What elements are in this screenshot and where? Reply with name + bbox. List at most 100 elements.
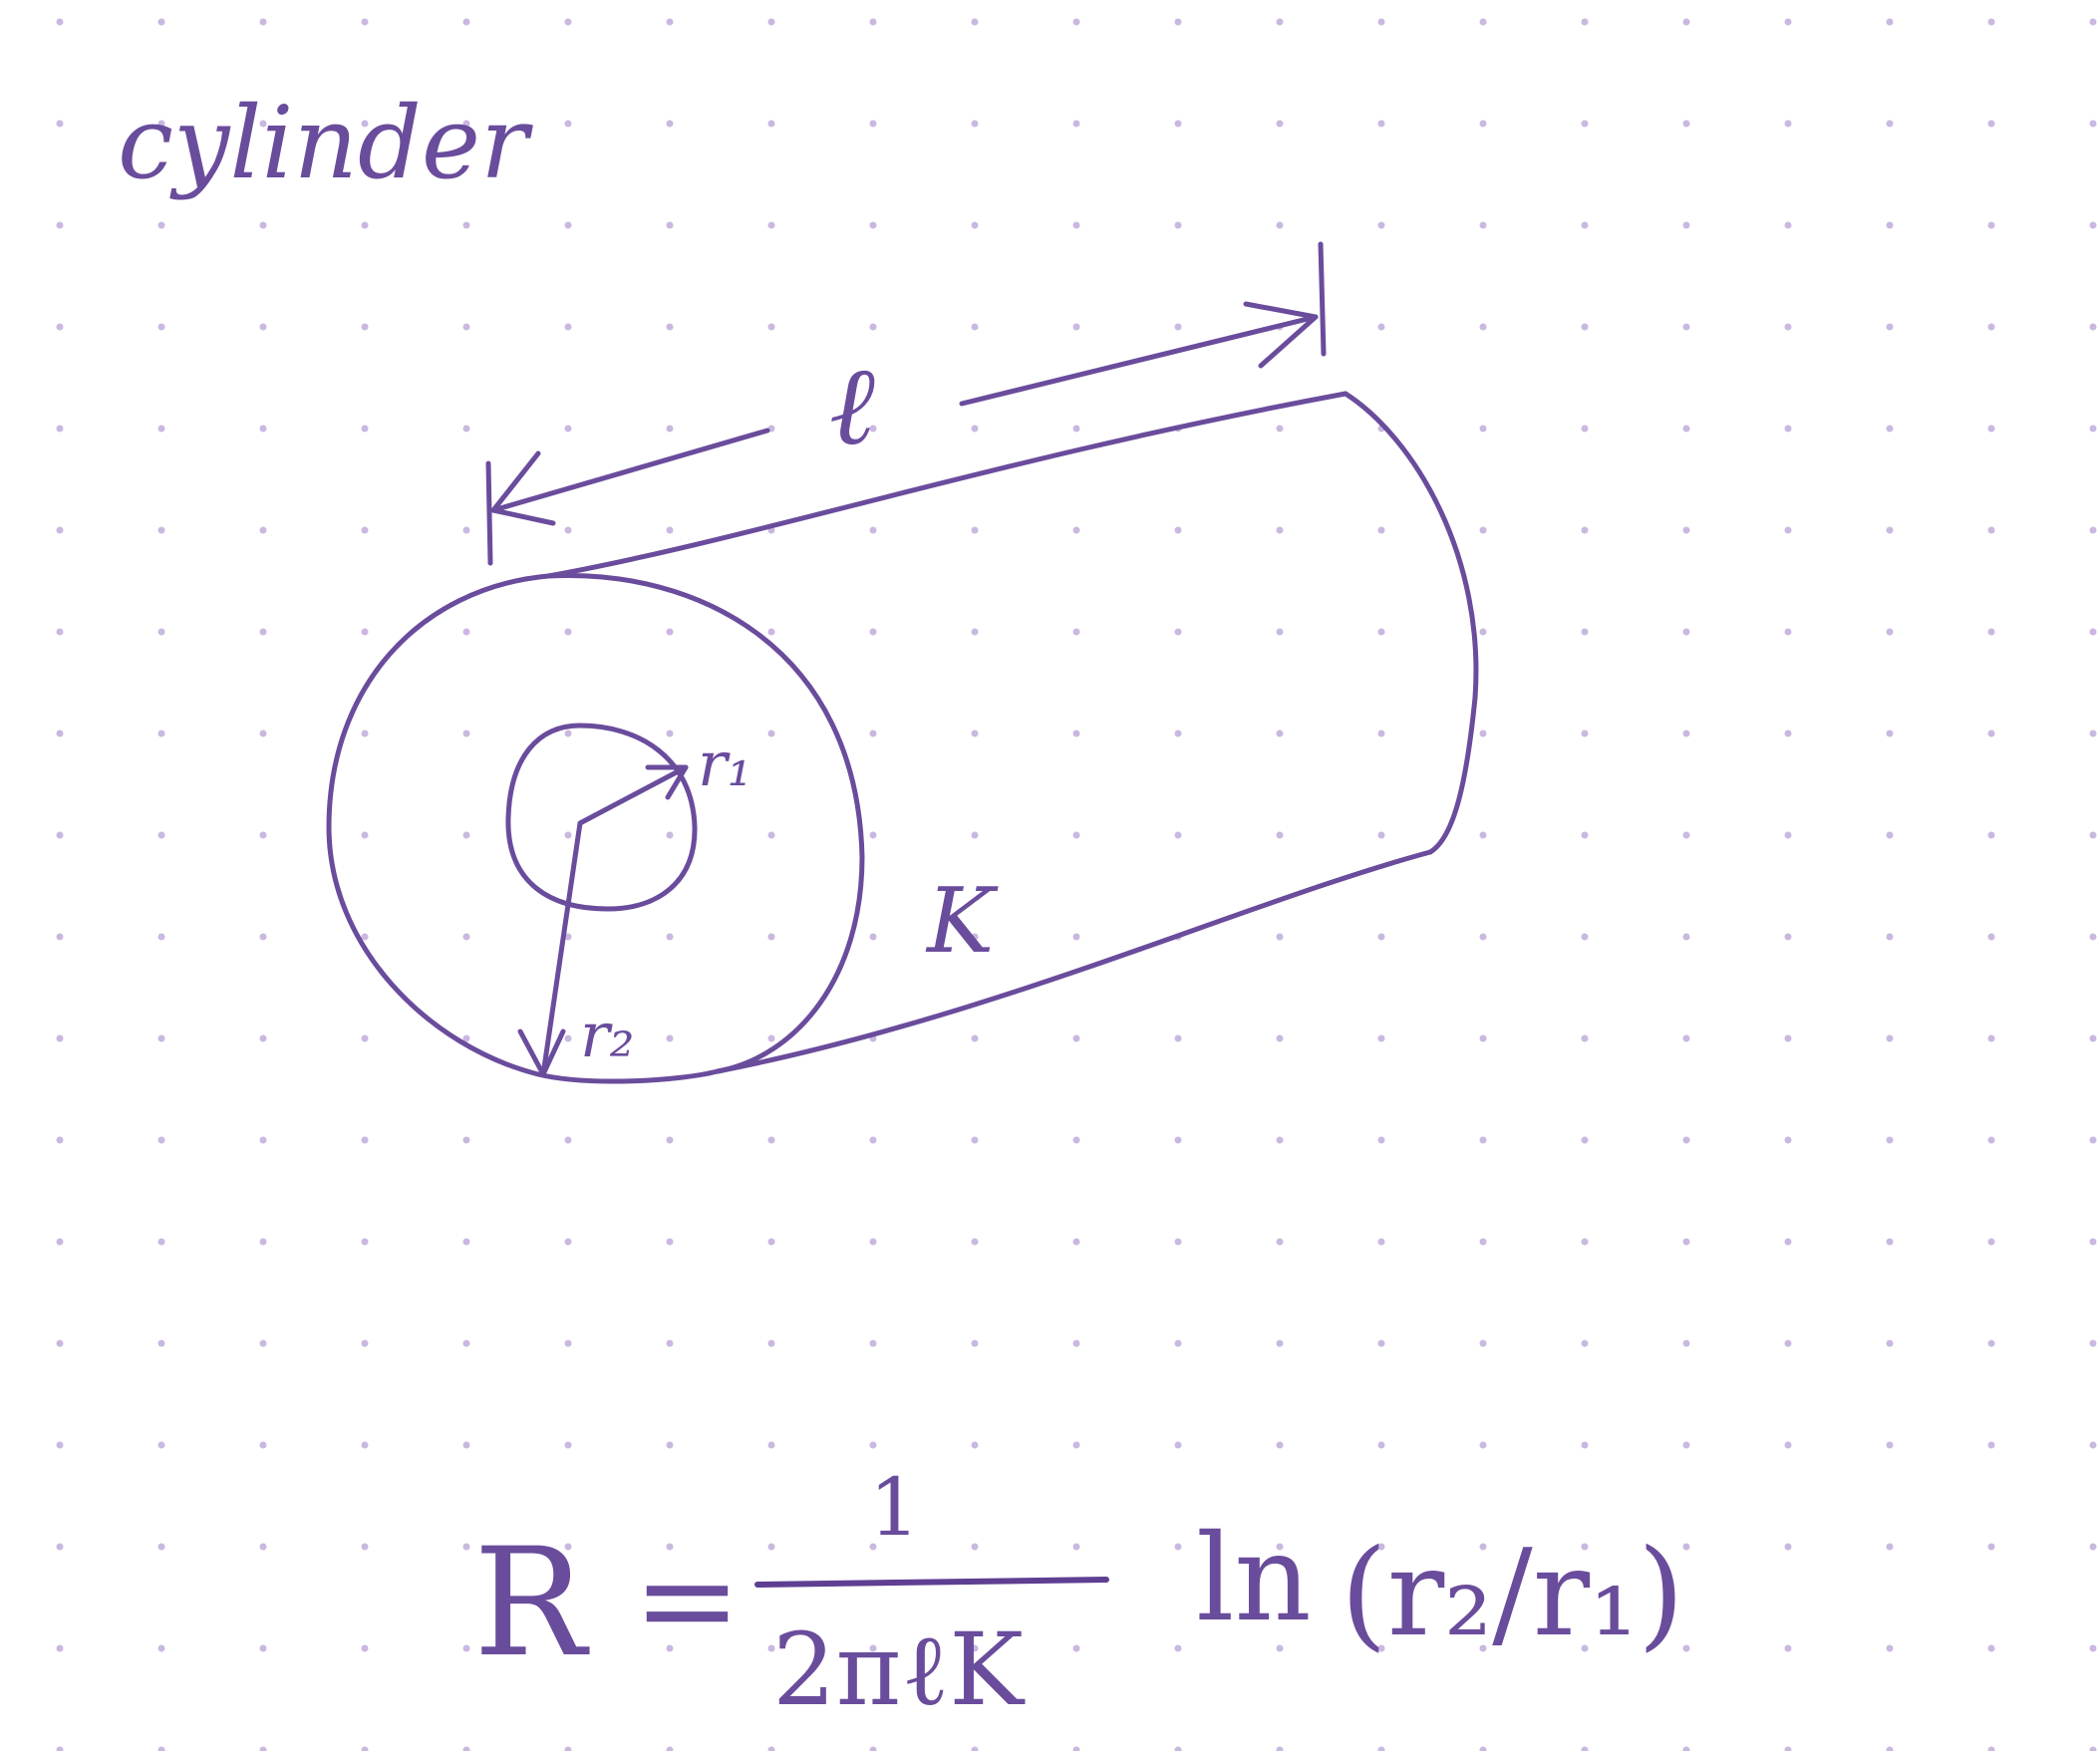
grid-dot xyxy=(1174,831,1182,839)
grid-dot xyxy=(1581,628,1589,636)
grid-dot xyxy=(1072,730,1080,737)
grid-dot xyxy=(767,323,775,331)
grid-dot xyxy=(1479,526,1487,534)
grid-dot xyxy=(666,1339,674,1347)
grid-dot xyxy=(56,323,64,331)
grid-dot xyxy=(56,1543,64,1551)
grid-dot xyxy=(2089,425,2097,433)
grid-dot xyxy=(462,1543,470,1551)
grid-dot xyxy=(971,1644,979,1652)
grid-dot xyxy=(767,1136,775,1144)
grid-dot xyxy=(259,1136,267,1144)
grid-dot xyxy=(56,526,64,534)
grid-dot xyxy=(56,221,64,229)
grid-dot xyxy=(259,1339,267,1347)
grid-dot xyxy=(462,628,470,636)
grid-dot xyxy=(767,1441,775,1449)
grid-dot xyxy=(157,730,165,737)
grid-dot xyxy=(666,831,674,839)
grid-dot xyxy=(1886,1644,1894,1652)
grid-dot xyxy=(564,1441,572,1449)
grid-dot xyxy=(971,628,979,636)
grid-dot xyxy=(1174,1543,1182,1551)
grid-dot xyxy=(1886,628,1894,636)
grid-dot xyxy=(56,831,64,839)
grid-dot xyxy=(1987,1238,1995,1246)
formula-ratio: (r₂/r₁) xyxy=(1341,1525,1684,1663)
inner-radius-label: r₁ xyxy=(698,728,752,800)
title-text: cylinder xyxy=(118,85,533,201)
grid-dot xyxy=(1987,526,1995,534)
grid-dot xyxy=(2089,1034,2097,1042)
grid-dot xyxy=(1072,526,1080,534)
grid-dot xyxy=(1886,1543,1894,1551)
grid-dot xyxy=(1784,526,1792,534)
grid-dot xyxy=(361,628,369,636)
grid-dot xyxy=(1987,221,1995,229)
formula-denominator: 2πℓK xyxy=(772,1611,1026,1728)
grid-dot xyxy=(971,425,979,433)
grid-dot xyxy=(259,730,267,737)
grid-dot xyxy=(1987,1644,1995,1652)
grid-dot xyxy=(666,221,674,229)
grid-dot xyxy=(666,1238,674,1246)
grid-dot xyxy=(1581,1441,1589,1449)
grid-dot xyxy=(564,1746,572,1751)
grid-dot xyxy=(259,1441,267,1449)
grid-dot xyxy=(361,120,369,128)
grid-dot xyxy=(462,831,470,839)
grid-dot xyxy=(1886,526,1894,534)
grid-dot xyxy=(1682,120,1690,128)
grid-dot xyxy=(1072,120,1080,128)
grid-dot xyxy=(869,120,877,128)
grid-dot xyxy=(361,1136,369,1144)
grid-dot xyxy=(1174,1746,1182,1751)
grid-dot xyxy=(1581,221,1589,229)
grid-dot xyxy=(971,18,979,26)
grid-dot xyxy=(666,1644,674,1652)
grid-dot xyxy=(1072,1441,1080,1449)
grid-dot xyxy=(1479,120,1487,128)
grid-dot xyxy=(767,1746,775,1751)
grid-dot xyxy=(1886,1441,1894,1449)
grid-dot xyxy=(1581,18,1589,26)
grid-dot xyxy=(971,831,979,839)
grid-dot xyxy=(666,425,674,433)
grid-dot xyxy=(971,323,979,331)
grid-dot xyxy=(1886,1746,1894,1751)
grid-dot xyxy=(361,730,369,737)
grid-dot xyxy=(564,323,572,331)
grid-dot xyxy=(157,831,165,839)
grid-dot xyxy=(1682,1136,1690,1144)
grid-dot xyxy=(1377,1034,1385,1042)
grid-dot xyxy=(1784,323,1792,331)
grid-dot xyxy=(1479,18,1487,26)
grid-dot xyxy=(1784,628,1792,636)
grid-dot xyxy=(1072,1543,1080,1551)
grid-dot xyxy=(1174,1136,1182,1144)
grid-dot xyxy=(767,18,775,26)
grid-dot xyxy=(1174,1441,1182,1449)
grid-dot xyxy=(1072,1339,1080,1347)
grid-dot xyxy=(869,933,877,941)
grid-dot xyxy=(564,221,572,229)
grid-dot xyxy=(1276,1644,1284,1652)
length-right-tick xyxy=(1318,241,1327,357)
grid-dot xyxy=(1072,425,1080,433)
inner-radius-line xyxy=(577,764,689,826)
grid-dot xyxy=(1987,1136,1995,1144)
grid-dot xyxy=(259,1238,267,1246)
grid-dot xyxy=(1581,425,1589,433)
grid-dot xyxy=(157,425,165,433)
grid-dot xyxy=(259,221,267,229)
grid-dot xyxy=(564,526,572,534)
grid-dot xyxy=(1174,1339,1182,1347)
grid-dot xyxy=(1784,1339,1792,1347)
grid-dot xyxy=(1581,1543,1589,1551)
grid-dot xyxy=(462,18,470,26)
grid-dot xyxy=(1377,1543,1385,1551)
grid-dot xyxy=(1987,1034,1995,1042)
grid-dot xyxy=(666,1441,674,1449)
grid-dot xyxy=(462,526,470,534)
grid-dot xyxy=(1886,221,1894,229)
